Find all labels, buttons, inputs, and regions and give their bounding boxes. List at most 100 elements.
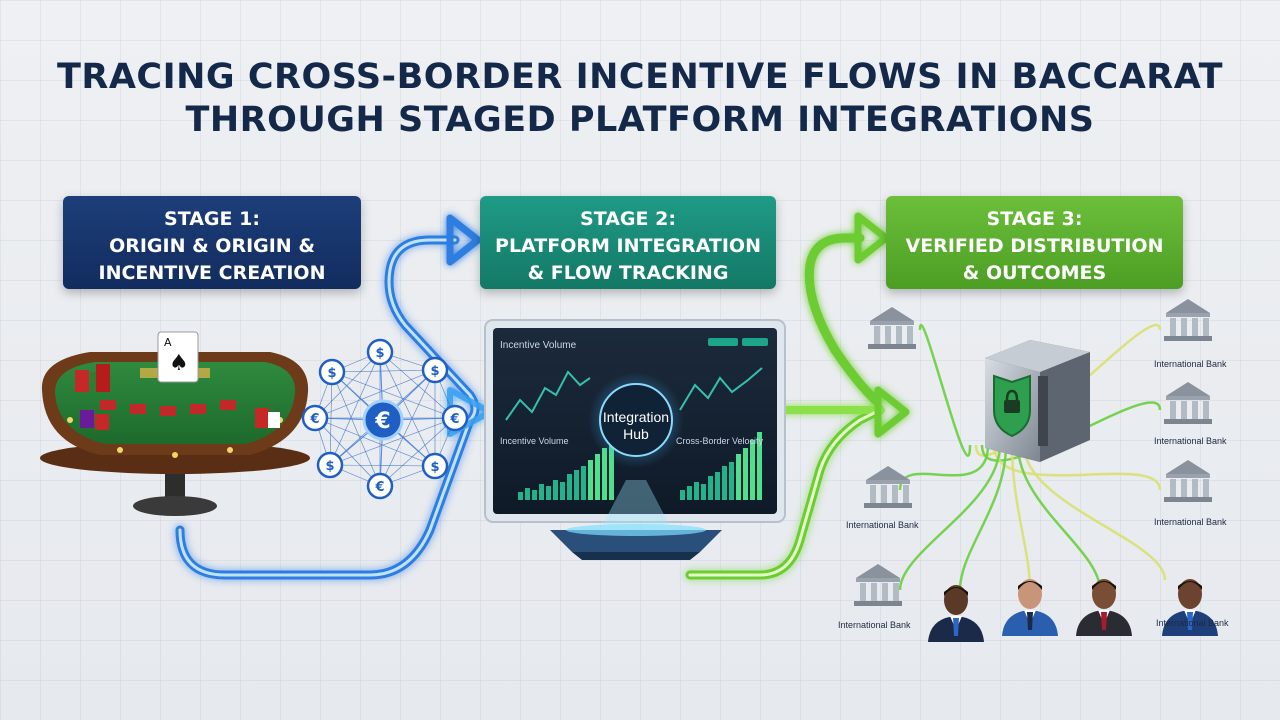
bank-label: International Bank bbox=[1154, 517, 1227, 527]
bank-label: International Bank bbox=[1156, 618, 1229, 628]
stage-3-title-line2: & OUTCOMES bbox=[962, 262, 1107, 284]
currency-node: $ bbox=[421, 356, 449, 384]
currency-node: $ bbox=[366, 338, 394, 366]
page-title-line1: TRACING CROSS-BORDER INCENTIVE FLOWS IN … bbox=[57, 57, 1223, 97]
bar bbox=[518, 492, 523, 500]
svg-text:$: $ bbox=[327, 366, 336, 381]
stage-1-box: STAGE 1: ORIGIN & ORIGIN & INCENTIVE CRE… bbox=[63, 196, 361, 289]
hub-label-line2: Hub bbox=[623, 426, 649, 442]
bank-icons bbox=[854, 299, 1212, 606]
baccarat-table: A ♠ bbox=[40, 331, 310, 516]
chip-stacks bbox=[75, 364, 280, 430]
bank-icon bbox=[1164, 382, 1212, 424]
velocity-line-chart bbox=[679, 367, 763, 411]
recipient-avatar bbox=[928, 585, 984, 642]
bar bbox=[595, 454, 600, 500]
svg-text:$: $ bbox=[325, 459, 334, 474]
currency-network: $ $ $ € € $ $ € € bbox=[301, 338, 469, 500]
euro-center-node: € bbox=[362, 399, 404, 441]
dashboard-panel-1-title: Incentive Volume bbox=[500, 340, 577, 351]
svg-text:♠: ♠ bbox=[169, 351, 189, 376]
bar bbox=[680, 490, 685, 500]
bar bbox=[708, 476, 713, 500]
currency-node: $ bbox=[318, 358, 346, 386]
bar bbox=[729, 462, 734, 500]
svg-text:$: $ bbox=[430, 364, 439, 379]
recipients bbox=[928, 579, 1218, 642]
stage-2-box: STAGE 2: PLATFORM INTEGRATION & FLOW TRA… bbox=[480, 196, 776, 289]
svg-text:A: A bbox=[164, 336, 172, 349]
bank-label: International Bank bbox=[1154, 359, 1227, 369]
distribution-line bbox=[1010, 444, 1032, 591]
integration-hub bbox=[588, 372, 684, 468]
bar bbox=[560, 482, 565, 500]
bar bbox=[694, 482, 699, 500]
integration-hub-label: Integration Hub bbox=[588, 409, 684, 443]
bar bbox=[609, 440, 614, 500]
bar bbox=[743, 448, 748, 500]
currency-node: $ bbox=[316, 451, 344, 479]
distribution-line bbox=[1022, 444, 1167, 581]
bar bbox=[553, 480, 558, 500]
bar bbox=[715, 472, 720, 500]
dashboard-panel-3-title: Cross-Border Velocity bbox=[676, 436, 764, 446]
bar bbox=[539, 484, 544, 500]
svg-text:€: € bbox=[374, 480, 384, 495]
bar bbox=[588, 460, 593, 500]
dashboard-panel-2-title: Incentive Volume bbox=[500, 436, 569, 446]
velocity-bar-chart bbox=[680, 432, 762, 500]
bank-icon bbox=[868, 307, 916, 349]
green-flow-path bbox=[685, 212, 910, 580]
stage-1-title-line1: ORIGIN & ORIGIN & bbox=[109, 235, 315, 257]
stage-2-title-line2: & FLOW TRACKING bbox=[527, 262, 729, 284]
svg-text:$: $ bbox=[430, 460, 439, 475]
stage-1-number: STAGE 1: bbox=[164, 208, 260, 230]
secure-vault bbox=[985, 340, 1090, 462]
ace-of-spades-card: A ♠ bbox=[157, 331, 199, 383]
bar bbox=[701, 484, 706, 500]
recipient-avatar bbox=[1002, 579, 1058, 636]
hub-label-line1: Integration bbox=[602, 409, 670, 425]
currency-node: € bbox=[441, 404, 469, 432]
svg-text:€: € bbox=[374, 409, 390, 434]
recipient-avatar bbox=[1076, 579, 1132, 636]
distribution-line bbox=[918, 324, 972, 457]
bank-icon bbox=[864, 466, 912, 508]
integration-dashboard bbox=[484, 319, 786, 560]
currency-node: $ bbox=[421, 452, 449, 480]
currency-node: € bbox=[366, 472, 394, 500]
bank-label: International Bank bbox=[1154, 436, 1227, 446]
distribution-line bbox=[992, 444, 1162, 491]
bar bbox=[757, 432, 762, 500]
bar bbox=[546, 486, 551, 500]
bar bbox=[750, 440, 755, 500]
currency-node: € bbox=[301, 404, 329, 432]
stage-2-title-line1: PLATFORM INTEGRATION bbox=[495, 235, 761, 257]
stage-2-number: STAGE 2: bbox=[580, 208, 676, 230]
stage-3-box: STAGE 3: VERIFIED DISTRIBUTION & OUTCOME… bbox=[886, 196, 1183, 289]
svg-text:€: € bbox=[309, 412, 319, 427]
bank-label: International Bank bbox=[838, 620, 911, 630]
bank-icon bbox=[1164, 299, 1212, 341]
svg-text:€: € bbox=[449, 412, 459, 427]
bar bbox=[736, 454, 741, 500]
distribution-line bbox=[898, 444, 990, 491]
bar bbox=[525, 488, 530, 500]
volume-bar-chart bbox=[518, 440, 614, 500]
bank-icon bbox=[1164, 460, 1212, 502]
bar bbox=[574, 470, 579, 500]
stage-3-title-line1: VERIFIED DISTRIBUTION bbox=[905, 235, 1164, 257]
bank-label: International Bank bbox=[846, 520, 919, 530]
shield-lock-icon bbox=[993, 374, 1031, 438]
bank-icon bbox=[854, 564, 902, 606]
bar bbox=[687, 486, 692, 500]
page-title-line2: THROUGH STAGED PLATFORM INTEGRATIONS bbox=[185, 100, 1095, 140]
volume-line-chart bbox=[505, 370, 591, 421]
svg-text:$: $ bbox=[375, 346, 384, 361]
distribution-line bbox=[958, 444, 1008, 591]
bar bbox=[722, 466, 727, 500]
stage-3-number: STAGE 3: bbox=[986, 208, 1083, 230]
distribution-line bbox=[898, 444, 1002, 591]
bar bbox=[532, 490, 537, 500]
stage-1-title-line2: INCENTIVE CREATION bbox=[98, 262, 326, 284]
